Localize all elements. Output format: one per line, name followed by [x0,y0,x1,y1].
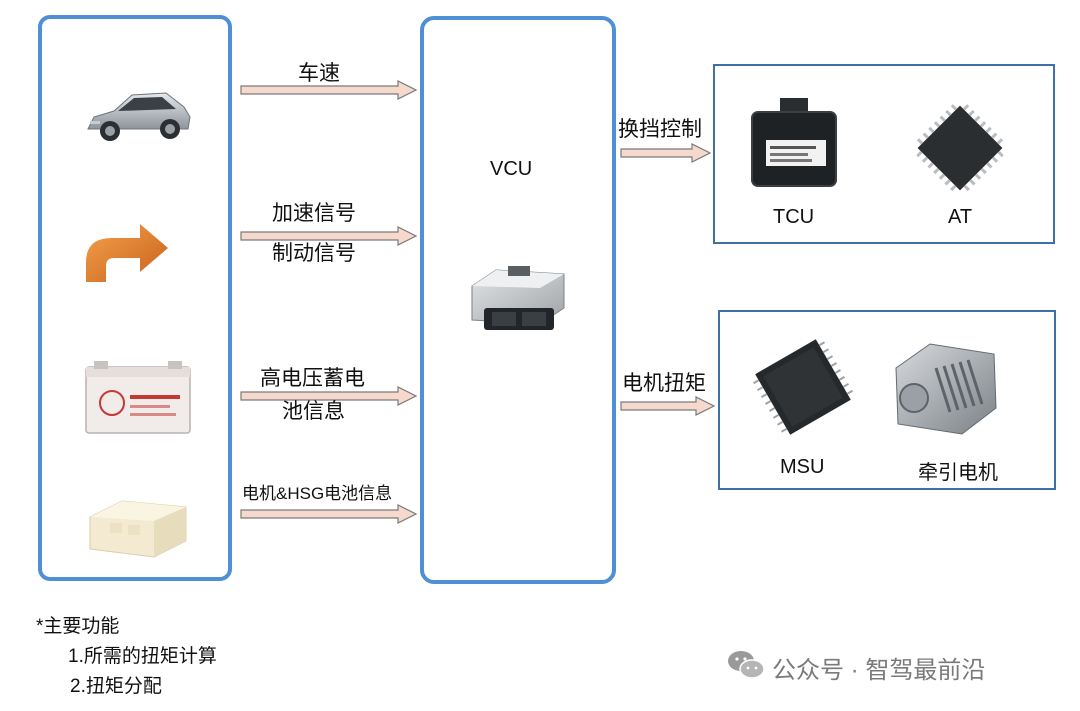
speed-label: 车速 [298,62,340,85]
traction-motor-icon [895,343,997,435]
function-item-2: 2.扭矩分配 [70,676,162,697]
hv-battery-label-line1: 高电压蓄电 [260,367,365,390]
function-item-1: 1.所需的扭矩计算 [68,646,217,667]
functions-title: *主要功能 [36,616,120,637]
shift-control-label: 换挡控制 [618,118,702,141]
hv-battery-arrow [240,386,418,406]
at-chip-icon [916,104,1004,192]
vcu-title: VCU [490,158,533,180]
msu-label: MSU [780,456,825,478]
battery-icon [85,361,191,434]
motor-hsg-label: 电机&HSG电池信息 [242,484,393,503]
watermark-text: 公众号 · 智驾最前沿 [772,657,986,684]
ecu-module-icon [471,266,565,330]
traction-motor-label: 牵引电机 [918,462,998,484]
connector-icon [89,500,187,558]
tcu-label: TCU [773,206,815,228]
tcu-module-icon [751,98,837,187]
turn-arrow-icon [86,224,168,282]
speed-arrow [240,80,418,100]
motor-torque-arrow [620,396,716,416]
hv-battery-label-line2: 池信息 [282,400,345,423]
at-label: AT [948,206,973,228]
accel-signal-label: 加速信号 [272,202,356,225]
input-sources-panel [38,15,232,581]
motor-hsg-arrow [240,504,418,524]
car-icon [87,92,191,141]
brake-signal-label: 制动信号 [272,242,356,265]
motor-torque-label: 电机扭矩 [622,372,706,395]
wechat-icon [728,651,765,679]
shift-control-arrow [620,143,712,163]
msu-chip-icon [752,339,854,435]
pedal-signal-arrow [240,226,418,246]
